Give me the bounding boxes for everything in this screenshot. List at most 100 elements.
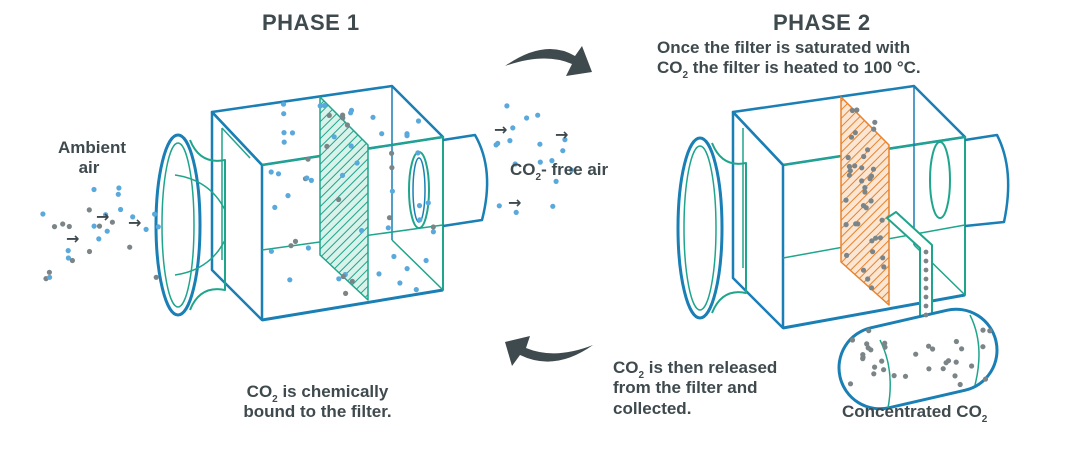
particle-dot xyxy=(340,112,346,118)
flow-arrow-icon: → xyxy=(494,120,507,139)
particle-dot xyxy=(292,238,299,244)
particle-dot xyxy=(66,223,72,230)
particle-dot xyxy=(391,253,397,260)
particle-dot xyxy=(413,287,419,293)
particle-dot xyxy=(549,158,555,164)
particle-dot xyxy=(926,343,932,349)
particle-dot xyxy=(923,312,929,318)
particle-dot xyxy=(386,215,393,221)
particle-dot xyxy=(115,191,121,197)
particle-dot xyxy=(880,255,886,261)
ambient-air-label: Ambient air xyxy=(58,138,126,178)
particle-dot xyxy=(389,150,395,156)
phase2-outlet-window xyxy=(929,141,951,219)
particle-dot xyxy=(881,264,887,270)
particle-dot xyxy=(118,206,124,213)
particle-dot xyxy=(930,346,936,352)
particle-dot xyxy=(923,285,929,291)
particle-dot xyxy=(340,273,346,280)
particle-dot xyxy=(415,118,422,124)
particle-dot xyxy=(537,159,543,165)
phase2-box-left xyxy=(731,110,785,330)
particle-dot xyxy=(849,107,856,114)
particle-dot xyxy=(404,266,410,272)
particle-dot xyxy=(870,249,876,255)
particle-dot xyxy=(943,360,949,366)
particle-dot xyxy=(853,221,859,227)
particle-dot xyxy=(923,294,929,300)
particle-dot xyxy=(865,147,871,153)
particle-dot xyxy=(96,223,103,229)
particle-dot xyxy=(882,344,888,350)
particle-dot xyxy=(96,236,102,242)
phase1-filter xyxy=(319,96,369,301)
particle-dot xyxy=(339,172,346,178)
phase1-title: PHASE 1 xyxy=(262,10,360,35)
particle-dot xyxy=(550,203,556,209)
particle-dot xyxy=(46,269,53,275)
particle-dot xyxy=(397,280,403,286)
phase1-outlet-pipe xyxy=(442,133,489,228)
particle-dot xyxy=(304,175,310,181)
particle-dot xyxy=(873,235,879,241)
particle-dot xyxy=(891,373,897,379)
phase2-inlet-funnel xyxy=(676,136,724,320)
particle-dot xyxy=(289,130,296,136)
flow-arrow-icon: → xyxy=(508,193,521,212)
particle-dot xyxy=(913,351,919,357)
particle-dot xyxy=(91,223,97,229)
particle-dot xyxy=(524,115,530,121)
particle-dot xyxy=(879,217,885,223)
particle-dot xyxy=(869,238,875,244)
particle-dot xyxy=(423,257,429,264)
particle-dot xyxy=(868,198,874,204)
particle-dot xyxy=(953,359,959,365)
particle-dot xyxy=(862,189,868,195)
particle-dot xyxy=(104,228,110,234)
particle-dot xyxy=(153,274,159,280)
particle-dot xyxy=(359,227,365,234)
flow-arrow-icon: → xyxy=(66,229,79,248)
particle-dot xyxy=(65,248,71,254)
particle-dot xyxy=(959,346,965,352)
phase2-title: PHASE 2 xyxy=(773,10,871,35)
particle-dot xyxy=(852,163,858,169)
particle-dot xyxy=(864,341,870,347)
particle-dot xyxy=(926,366,932,372)
particle-dot xyxy=(51,224,58,230)
particle-dot xyxy=(430,224,436,230)
particle-dot xyxy=(848,134,855,140)
particle-dot xyxy=(877,235,884,241)
particle-dot xyxy=(844,252,850,258)
particle-dot xyxy=(512,161,518,167)
particle-dot xyxy=(416,203,423,209)
particle-dot xyxy=(389,188,395,194)
particle-dot xyxy=(879,358,885,364)
particle-dot xyxy=(275,171,282,177)
particle-dot xyxy=(987,328,993,334)
particle-dot xyxy=(846,163,853,170)
particle-dot xyxy=(285,193,291,199)
particle-dot xyxy=(859,165,865,171)
particle-dot xyxy=(348,110,354,116)
particle-dot xyxy=(535,112,541,118)
particle-dot xyxy=(868,347,874,353)
particle-dot xyxy=(923,276,929,282)
co2-free-air-label: CO2- free air xyxy=(510,160,609,183)
particle-dot xyxy=(281,139,287,145)
concentrated-co2-label: Concentrated CO2 xyxy=(842,402,988,425)
particle-dot xyxy=(321,102,328,109)
particle-dot xyxy=(65,255,71,261)
particle-dot xyxy=(861,153,867,160)
particle-dot xyxy=(425,200,431,206)
particle-dot xyxy=(143,226,149,232)
particle-dot xyxy=(969,363,975,369)
particle-dot xyxy=(860,267,867,273)
phase2-description-line2: CO2 the filter is heated to 100 °C. xyxy=(657,58,921,82)
flow-arrow-icon: → xyxy=(96,207,109,226)
particle-dot xyxy=(868,285,875,291)
particle-dot xyxy=(86,248,93,255)
particle-dot xyxy=(902,373,909,379)
particle-dot xyxy=(47,274,53,280)
particle-dot xyxy=(852,130,858,136)
